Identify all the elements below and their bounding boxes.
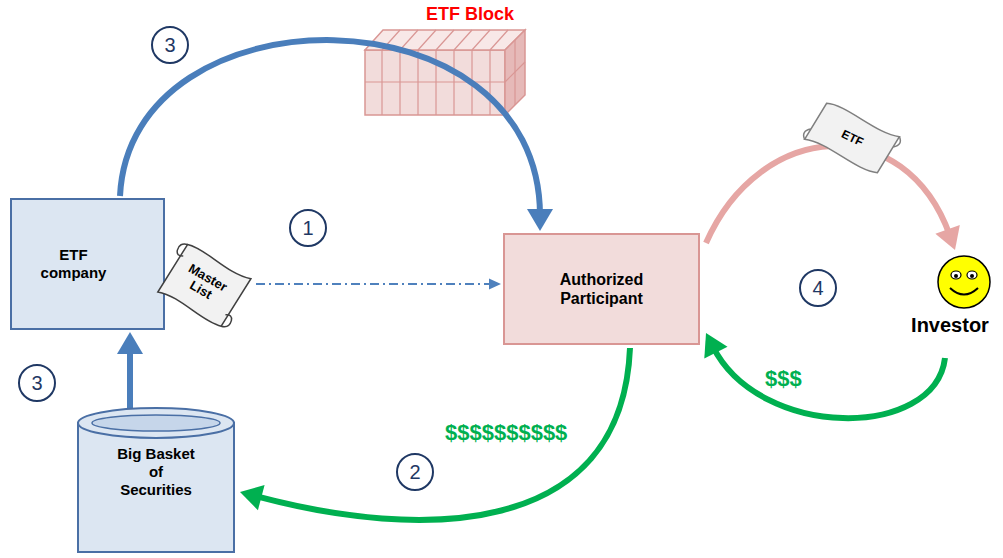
step-circle: 2	[396, 453, 434, 491]
connector-line	[255, 348, 630, 520]
face-eye	[967, 271, 977, 279]
basket-node: Big Basket of Securities	[75, 405, 237, 555]
basket-body	[78, 423, 234, 552]
flow-arrow	[240, 348, 630, 520]
box-label: Authorized Participant	[546, 270, 658, 308]
master-list-scroll: Master List	[148, 232, 260, 337]
flow-arrow	[704, 333, 945, 418]
scroll-curl	[175, 241, 189, 257]
paper-curl	[893, 136, 902, 149]
block-grid	[365, 30, 525, 115]
money-label: $$$	[765, 366, 802, 392]
paper-label: ETF	[839, 127, 866, 150]
connector-line	[706, 146, 950, 243]
arrow-head	[935, 225, 959, 250]
arrow-head	[117, 332, 143, 354]
flow-arrow	[120, 40, 553, 231]
box-label: ETF company	[38, 246, 110, 282]
label-holder: $$$	[765, 366, 802, 392]
basket-label: Big Basket of Securities	[112, 445, 200, 499]
face-pupil	[954, 274, 958, 278]
arrow-head	[240, 485, 265, 510]
flow-arrow	[706, 146, 960, 250]
scroll-curl	[219, 313, 233, 329]
investor-node: Investor	[900, 252, 1000, 355]
step-circle: 3	[151, 26, 189, 64]
connector-line	[120, 40, 540, 215]
face-smile	[950, 288, 978, 295]
money-label: $$$$$$$$$$	[445, 420, 567, 446]
step-circle: 4	[799, 269, 837, 307]
callout-number: 4	[812, 278, 823, 298]
etf-share-paper	[801, 98, 902, 178]
paper-sheet	[804, 99, 899, 176]
step-circle: 1	[289, 209, 327, 247]
face-circle	[938, 256, 990, 308]
company-box: ETF company	[10, 198, 165, 330]
connector-line	[713, 347, 945, 418]
face-eye	[951, 271, 961, 279]
connector-line	[256, 283, 493, 285]
label-holder: ETF Block	[426, 4, 514, 26]
block-title: ETF Block	[426, 4, 514, 26]
scroll-sheet	[158, 242, 251, 329]
label-holder: $$$$$$$$$$	[445, 420, 567, 446]
participant-box: Authorized Participant	[503, 233, 700, 345]
person-label: Investor	[911, 313, 989, 337]
paper-curl	[802, 127, 811, 140]
flow-arrow	[256, 279, 501, 290]
arrow-head	[527, 209, 553, 231]
smiley-face	[936, 254, 992, 310]
callout-number: 3	[164, 35, 175, 55]
arrow-head	[489, 279, 501, 290]
block-side	[505, 30, 525, 115]
callout-number: 1	[302, 218, 313, 238]
callout-number: 3	[31, 373, 42, 393]
connector-line	[127, 347, 133, 409]
basket-opening	[92, 415, 220, 431]
face-pupil	[970, 274, 974, 278]
etf-block	[365, 30, 525, 115]
callout-number: 2	[409, 462, 420, 482]
basket-rim	[78, 408, 234, 438]
flow-arrow	[117, 332, 143, 409]
step-circle: 3	[18, 364, 56, 402]
arrow-head	[704, 333, 727, 358]
